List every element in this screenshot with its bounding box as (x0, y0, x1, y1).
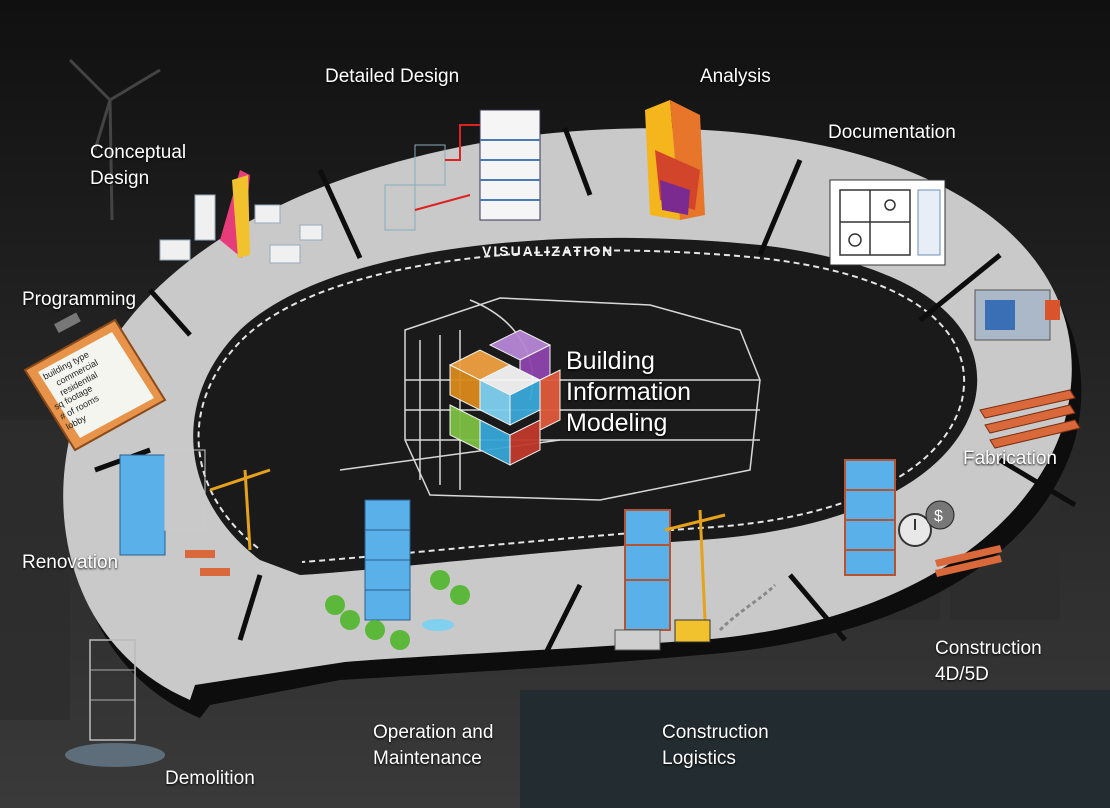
center-title-line-2: Information (566, 378, 692, 406)
stage-label-line: Fabrication (963, 448, 1057, 469)
center-title-line-3: Modeling (566, 409, 668, 437)
stage-label-line: Construction (662, 722, 769, 743)
stage-label-analysis: Analysis (700, 64, 771, 90)
stage-label-line: Logistics (662, 748, 736, 769)
stage-label-construction-4d5d: Construction 4D/5D (935, 636, 1042, 688)
visualization-label: VISUALIZATION (482, 243, 614, 259)
stage-label-line: Renovation (22, 552, 119, 573)
operation-maintenance-icon (325, 499, 470, 650)
stage-label-line: Construction (935, 638, 1042, 659)
stage-label-line: Maintenance (373, 748, 482, 769)
svg-text:$: $ (934, 508, 943, 525)
stage-label-conceptual-design: Conceptual Design (90, 140, 186, 192)
stage-label-line: Conceptual (90, 142, 187, 163)
stage-label-line: Operation and (373, 722, 494, 743)
center-title-line-1: Building (566, 347, 655, 375)
conceptual-design-massing-icon (159, 170, 323, 264)
stage-label-line: Detailed Design (325, 66, 460, 87)
ring-inner-hole (193, 237, 978, 575)
stage-label-operation-maintenance: Operation and Maintenance (373, 720, 493, 772)
stage-label-demolition: Demolition (165, 766, 255, 792)
demolition-icon (65, 639, 165, 767)
construction-logistics-icon (614, 509, 777, 651)
documentation-floor-plan-icon (829, 179, 946, 266)
stage-label-line: Analysis (700, 66, 771, 87)
stage-label-construction-logistics: Construction Logistics (662, 720, 769, 772)
analysis-heatmap-building-icon (645, 100, 705, 220)
stage-label-line: Demolition (165, 768, 255, 789)
construction-4d5d-icon: $ (844, 459, 1002, 577)
stage-label-line: Programming (22, 289, 137, 310)
ring-segment-dividers (94, 127, 1077, 657)
detailed-design-building-icon (384, 109, 541, 231)
center-title: Building Information Modeling (566, 346, 691, 439)
stage-label-line: 4D/5D (935, 664, 989, 685)
bim-cube-logo (448, 329, 561, 466)
wind-turbine (68, 58, 161, 221)
stage-label-fabrication: Fabrication (963, 446, 1057, 472)
stage-label-documentation: Documentation (828, 120, 956, 146)
stage-label-programming: Programming (22, 287, 136, 313)
stage-label-line: Design (90, 168, 150, 189)
fabrication-machine-icon (974, 289, 1081, 449)
stage-label-line: Documentation (828, 122, 956, 143)
renovation-icon (119, 449, 271, 576)
stage-label-renovation: Renovation (22, 550, 118, 576)
programming-clipboard-icon: building type commercial residential sq … (23, 312, 167, 452)
stage-label-detailed-design: Detailed Design (325, 64, 459, 90)
lifecycle-ring (63, 127, 1082, 718)
